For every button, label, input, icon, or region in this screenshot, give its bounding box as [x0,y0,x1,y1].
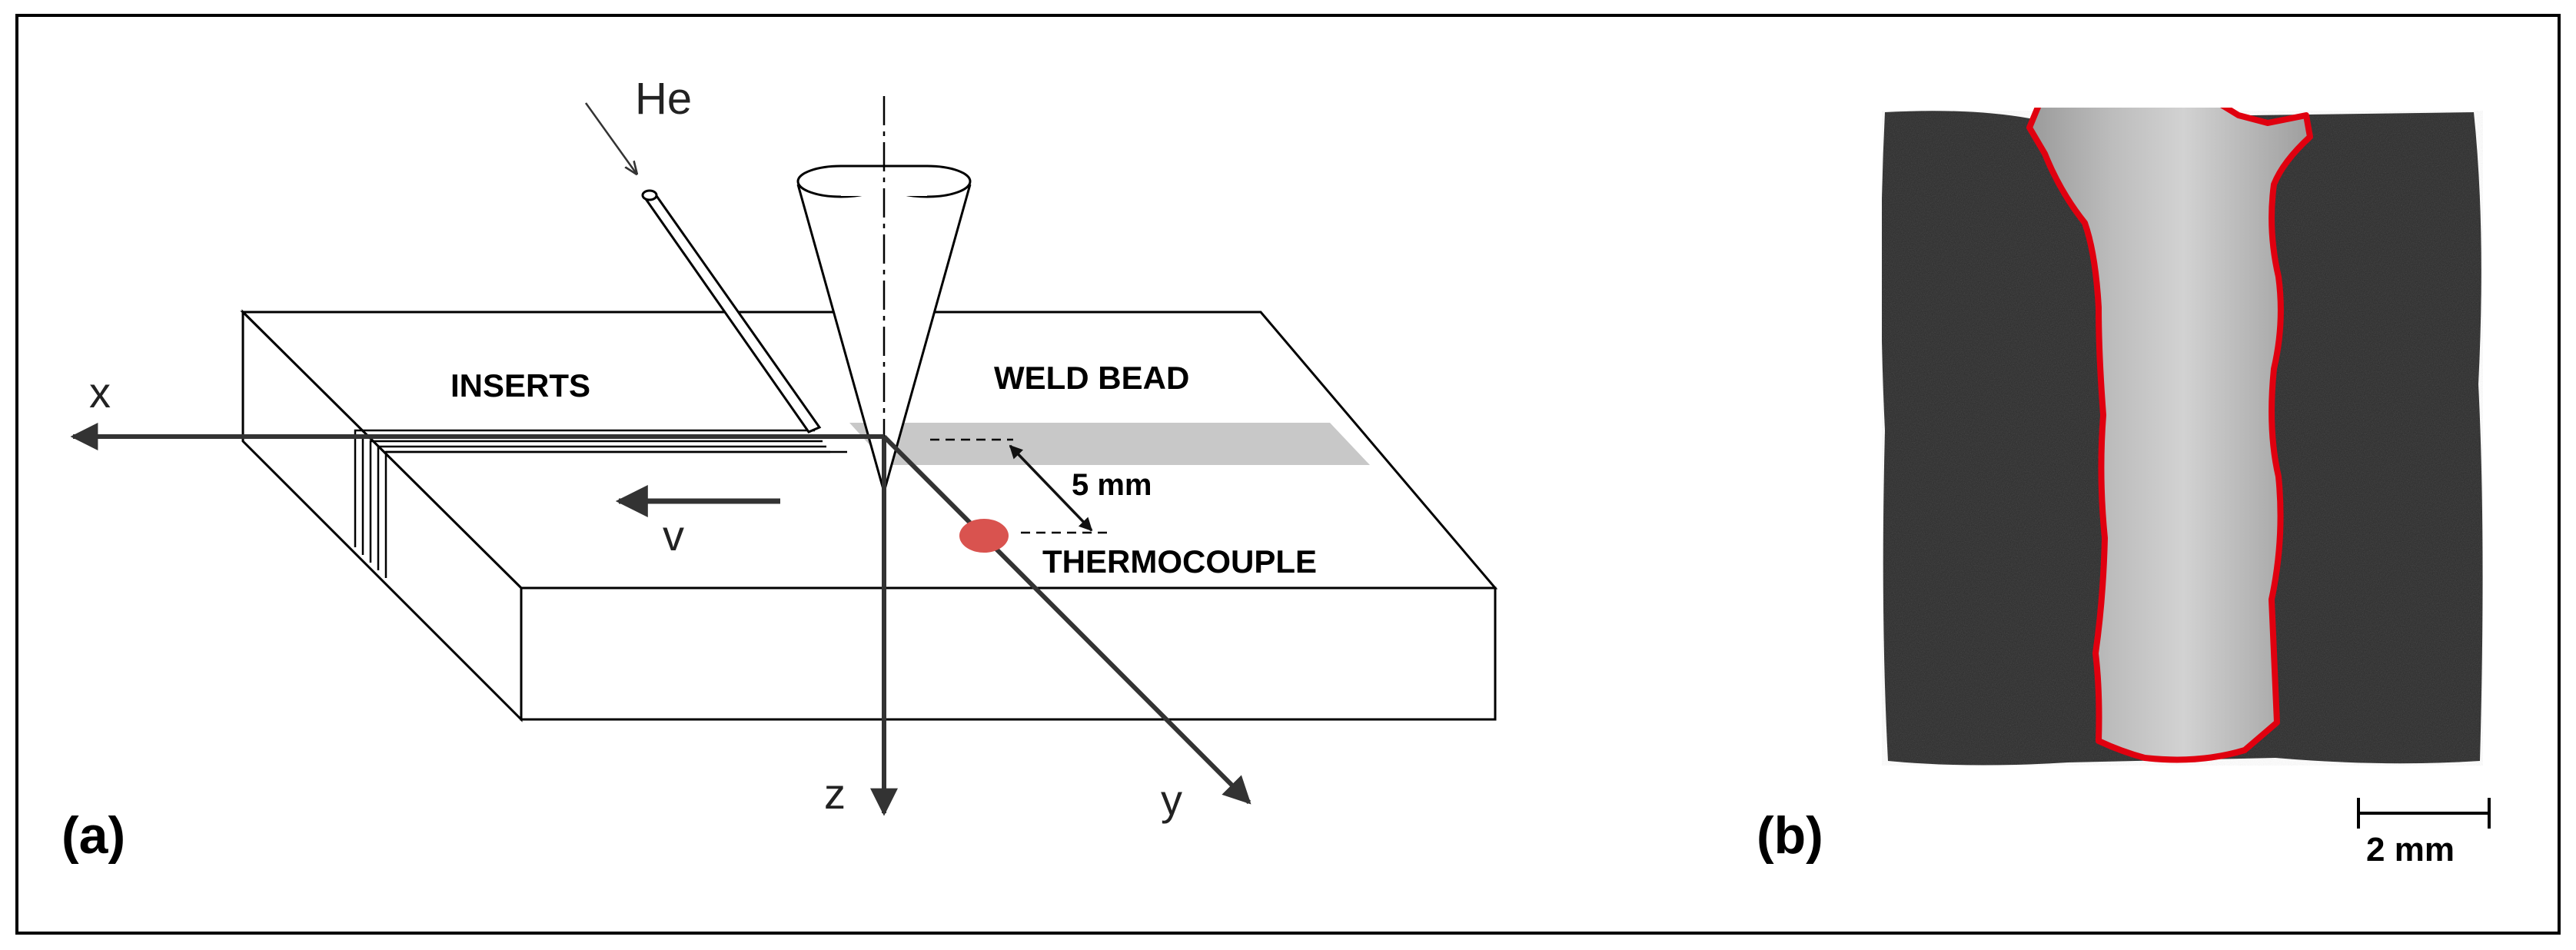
velocity-label: v [663,511,684,560]
gas-label: He [635,74,692,124]
dim-arrow [1009,444,1093,532]
scale-bar-label: 2 mm [2366,831,2455,869]
panel-b-micrograph: 2 mm (b) [1757,108,2491,869]
inserts-label: INSERTS [450,367,590,404]
panel-b-tag: (b) [1757,806,1823,865]
weld-bead-band [849,423,1370,465]
panel-a-tag: (a) [61,806,125,865]
panel-a-schematic: He x z y v 5 mm THERMOCOUPLE INSERTS WEL… [61,74,1498,865]
weld-bead-label: WELD BEAD [994,360,1189,396]
z-axis-label: z [824,769,846,818]
y-axis-arrow [882,434,1251,805]
distance-label: 5 mm [1072,468,1152,502]
x-axis-label: x [89,368,111,417]
plate-front-face [520,586,1497,721]
thermocouple-label: THERMOCOUPLE [1042,543,1317,580]
gas-tube [641,189,822,433]
thermocouple-dot [959,519,1009,553]
fusion-zone [2026,108,2313,763]
scale-bar [2357,798,2491,829]
y-axis-label: y [1161,776,1182,824]
gas-arrow [584,102,637,174]
